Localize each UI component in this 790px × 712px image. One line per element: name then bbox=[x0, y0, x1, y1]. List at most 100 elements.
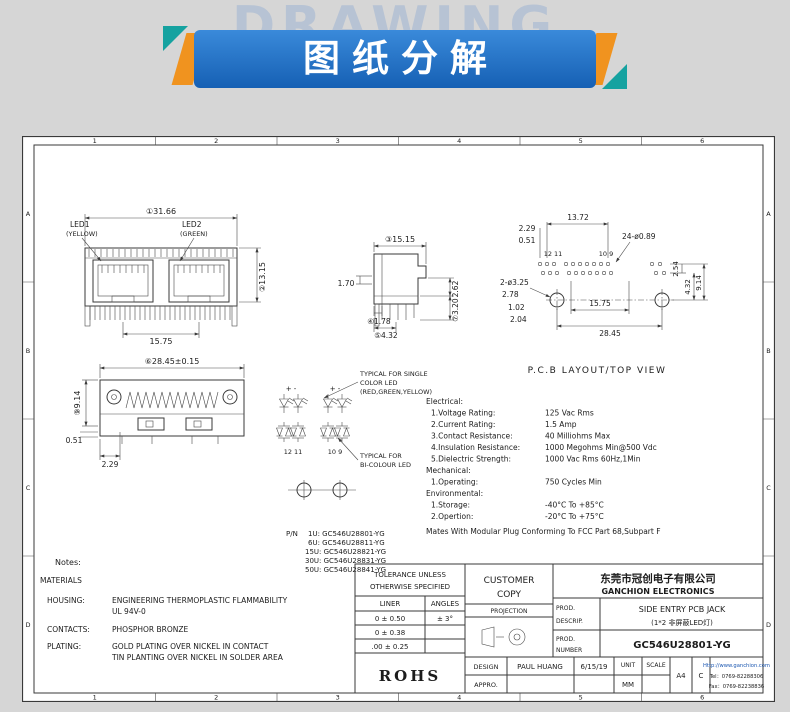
dim-label: 1.02 bbox=[508, 303, 525, 312]
spec-value: 1000 Megohms Min@500 Vdc bbox=[545, 443, 657, 452]
hole-callout: 24-ø0.89 bbox=[622, 232, 656, 241]
rev-value: C bbox=[699, 672, 704, 680]
grid-row-label: C bbox=[766, 484, 771, 492]
single-led-note: TYPICAL FOR SINGLE bbox=[359, 370, 428, 378]
polarity-label: + - bbox=[286, 385, 297, 393]
grid-row-label: D bbox=[766, 621, 771, 629]
dim-label: 2.54 bbox=[672, 261, 680, 277]
pin-numbers: 10 9 bbox=[328, 448, 342, 456]
part-number-list: P/N 1U: GC546U28801-YG 6U: GC546U28811-Y… bbox=[286, 530, 386, 574]
pn-item: 6U: GC546U28811-YG bbox=[308, 539, 385, 547]
prod-number-value: GC546U28801-YG bbox=[633, 640, 730, 651]
dim-label: ④1.78 bbox=[367, 317, 391, 326]
led1-color-label: (YELLOW) bbox=[66, 230, 98, 238]
dim-label: 2.78 bbox=[502, 290, 519, 299]
spec-value: -20°C To +75°C bbox=[545, 512, 604, 521]
spec-value: 40 Milliohms Max bbox=[545, 432, 611, 441]
grid-col-label: 1 bbox=[93, 137, 97, 145]
sheet-size: A4 bbox=[676, 672, 686, 680]
customer-copy: CUSTOMER bbox=[484, 576, 535, 586]
contacts-label: CONTACTS: bbox=[47, 625, 90, 634]
prod-descrip-label: DESCRIP. bbox=[556, 618, 583, 625]
pn-item: 1U: GC546U28801-YG bbox=[308, 530, 385, 538]
pn-item: 30U: GC546U28831-YG bbox=[305, 557, 386, 565]
notes-block: Notes: MATERIALS HOUSING: ENGINEERING TH… bbox=[40, 558, 288, 662]
liner-header: LINER bbox=[380, 600, 401, 608]
prod-number-label: PROD. bbox=[556, 636, 575, 643]
plating-value: GOLD PLATING OVER NICKEL IN CONTACT bbox=[112, 642, 269, 651]
pn-item: 15U: GC546U28821-YG bbox=[305, 548, 386, 556]
dim-label: 4.32 bbox=[684, 279, 692, 295]
grid-row-label: B bbox=[26, 347, 30, 355]
appro-label: APPRO. bbox=[474, 681, 498, 689]
dim-label: 1.70 bbox=[338, 279, 355, 288]
single-led-note: (RED,GREEN,YELLOW) bbox=[360, 388, 432, 396]
company-fax: Fax：0769-82238836 bbox=[709, 684, 764, 690]
grid-col-label: 6 bbox=[700, 694, 704, 702]
spec-label: 1.Voltage Rating: bbox=[431, 409, 495, 418]
bottom-view: ⑥28.45±0.15 ⑨9.14 0.51 2.29 bbox=[66, 357, 245, 469]
dim-label: 15.75 bbox=[589, 299, 611, 308]
tolerance-title: OTHERWISE SPECIFIED bbox=[370, 583, 450, 591]
company-name-cn: 东莞市冠创电子有限公司 bbox=[600, 572, 716, 585]
pin-numbers: 12 11 bbox=[544, 250, 563, 258]
prod-descrip-value: (1*2 非屏蔽LED灯) bbox=[651, 618, 713, 627]
dim-label: 2.62 bbox=[451, 280, 460, 297]
company-tel: Tel：0769-82288306 bbox=[709, 674, 764, 680]
drawing-sheet: 1 2 3 4 5 6 1 2 3 4 5 6 A B C D A B C D … bbox=[21, 135, 776, 703]
dim-label: ①31.66 bbox=[146, 207, 176, 216]
side-view: ③15.15 1.70 ④1.78 ⑤4.32 2.62 ⑦3.20 bbox=[338, 235, 460, 340]
spec-label: 3.Contact Resistance: bbox=[431, 432, 513, 441]
rohs-logo: ROHS bbox=[379, 667, 442, 685]
pn-item: 50U: GC546U28841-YG bbox=[305, 566, 386, 574]
led1-label: LED1 bbox=[70, 220, 90, 229]
contacts-value: PHOSPHOR BRONZE bbox=[112, 625, 188, 634]
tolerance-row: ± 3° bbox=[437, 615, 453, 623]
hole-callout: 2-ø3.25 bbox=[500, 278, 529, 287]
grid-row-label: A bbox=[26, 210, 31, 218]
dim-label: 0.51 bbox=[66, 436, 83, 445]
plating-label: PLATING: bbox=[47, 642, 81, 651]
page-title: 图纸分解 bbox=[194, 30, 596, 88]
spec-value: 750 Cycles Min bbox=[545, 478, 602, 487]
bi-led-note: BI-COLOUR LED bbox=[360, 461, 411, 469]
spec-value: -40°C To +85°C bbox=[545, 501, 604, 510]
design-date: 6/15/19 bbox=[581, 663, 608, 671]
grid-col-label: 4 bbox=[457, 137, 461, 145]
spec-section: Environmental: bbox=[426, 489, 483, 498]
projection-label: PROJECTION bbox=[491, 608, 528, 615]
polarity-label: + - bbox=[330, 385, 341, 393]
materials-title: MATERIALS bbox=[40, 576, 82, 585]
grid-col-label: 6 bbox=[700, 137, 704, 145]
customer-copy: COPY bbox=[497, 590, 522, 600]
pcb-view-title: P.C.B LAYOUT/TOP VIEW bbox=[528, 366, 667, 376]
led-circuit-detail: + - + - 12 11 10 9 TYPICAL FOR SINGLE CO… bbox=[276, 370, 432, 500]
tolerance-row: 0 ± 0.38 bbox=[375, 629, 405, 637]
dim-label: 2.29 bbox=[519, 224, 536, 233]
spec-section: Electrical: bbox=[426, 397, 463, 406]
dim-label: ⑨9.14 bbox=[73, 391, 82, 416]
housing-label: HOUSING: bbox=[47, 596, 85, 605]
grid-col-label: 5 bbox=[579, 694, 583, 702]
pn-label: P/N bbox=[286, 530, 298, 538]
spec-label: 5.Dielectric Strength: bbox=[431, 455, 511, 464]
grid-col-label: 5 bbox=[579, 137, 583, 145]
scale-label: SCALE bbox=[646, 662, 665, 669]
company-website: Http://www.ganchion.com bbox=[703, 663, 770, 669]
dim-label: 2.04 bbox=[510, 315, 527, 324]
spec-value: 1000 Vac Rms 60Hz,1Min bbox=[545, 455, 641, 464]
pcb-layout-view: 13.72 2.29 0.51 12 11 10 9 24-ø0.89 2-ø3… bbox=[500, 213, 708, 376]
prod-descrip-value: SIDE ENTRY PCB JACK bbox=[639, 605, 726, 614]
spec-value: 1.5 Amp bbox=[545, 420, 577, 429]
pin-numbers: 10 9 bbox=[599, 250, 613, 258]
grid-row-label: D bbox=[25, 621, 30, 629]
plating-value: TIN PLANTING OVER NICKEL IN SOLDER AREA bbox=[111, 653, 284, 662]
housing-value: ENGINEERING THERMOPLASTIC FLAMMABILITY bbox=[112, 596, 288, 605]
grid-col-label: 2 bbox=[214, 694, 218, 702]
header-banner: DRAWING 图纸分解 bbox=[0, 0, 790, 130]
spec-value: 125 Vac Rms bbox=[545, 409, 594, 418]
spec-label: 4.Insulation Resistance: bbox=[431, 443, 520, 452]
dim-label: ⑤4.32 bbox=[374, 331, 398, 340]
technical-drawing: 1 2 3 4 5 6 1 2 3 4 5 6 A B C D A B C D … bbox=[21, 135, 776, 703]
spec-text: Electrical: 1.Voltage Rating: 125 Vac Rm… bbox=[426, 397, 661, 536]
